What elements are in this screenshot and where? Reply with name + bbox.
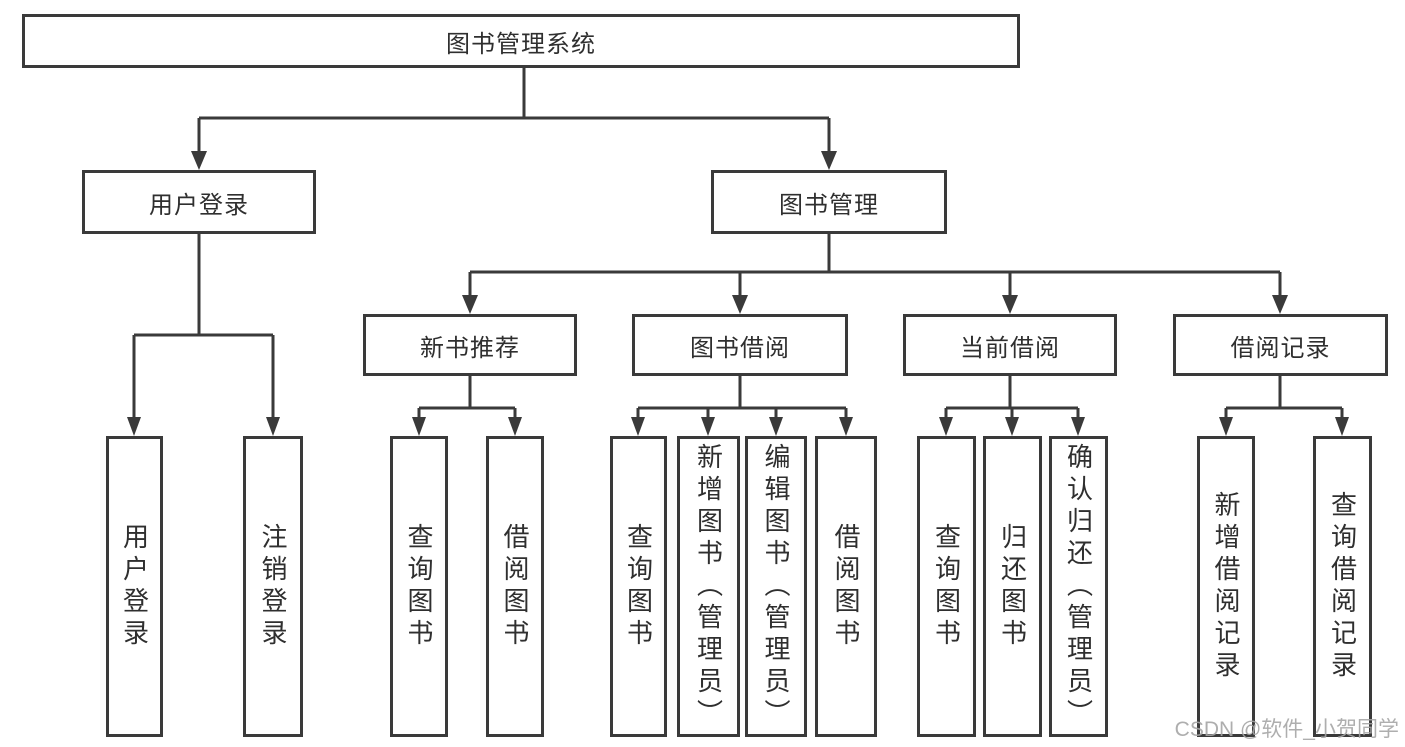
leaf-label: 查询图书 [931,522,962,651]
leaf-label: 用户登录 [119,522,150,651]
node-label: 图书管理系统 [446,30,596,58]
leaf-label: 查询图书 [404,522,434,651]
leaf-query-books-current: 查询图书 [917,436,976,737]
leaf-query-borrowing-record: 查询借阅记录 [1313,436,1372,737]
leaf-return-books: 归还图书 [983,436,1042,737]
arrowheads [127,151,1349,436]
leaf-label: 确认归还（管理员） [1063,442,1094,731]
leaf-add-borrowing-record: 新增借阅记录 [1197,436,1255,737]
leaf-label: 查询图书 [623,522,654,651]
leaf-query-books-recommend: 查询图书 [390,436,448,737]
leaf-label: 归还图书 [997,522,1028,651]
node-book-borrowing: 图书借阅 [632,314,848,376]
leaf-borrow-books-borrowing: 借阅图书 [815,436,877,737]
leaf-query-books-borrowing: 查询图书 [610,436,667,737]
leaf-borrow-books-recommend: 借阅图书 [486,436,544,737]
node-label: 当前借阅 [960,334,1060,362]
node-new-book-recommendation: 新书推荐 [363,314,577,376]
node-book-management: 图书管理 [711,170,947,234]
leaf-label: 注销登录 [258,522,288,651]
leaf-label: 新增借阅记录 [1211,490,1241,683]
leaf-logout: 注销登录 [243,436,303,737]
leaf-confirm-return-admin: 确认归还（管理员） [1049,436,1108,737]
leaf-label: 新增图书（管理员） [693,442,724,731]
node-label: 用户登录 [149,191,249,219]
leaf-add-book-admin: 新增图书（管理员） [677,436,740,737]
leaf-label: 编辑图书（管理员） [761,442,791,731]
node-user-login: 用户登录 [82,170,316,234]
node-current-borrowing: 当前借阅 [903,314,1117,376]
leaf-user-login: 用户登录 [106,436,163,737]
node-label: 图书管理 [779,191,879,219]
leaf-edit-book-admin: 编辑图书（管理员） [745,436,807,737]
watermark: CSDN @软件_小贺同学 [1174,718,1399,741]
leaf-label: 借阅图书 [500,522,530,651]
node-label: 图书借阅 [690,334,790,362]
leaf-label: 借阅图书 [831,522,861,651]
leaf-label: 查询借阅记录 [1327,490,1358,683]
node-borrowing-records: 借阅记录 [1173,314,1388,376]
node-library-management-system: 图书管理系统 [22,14,1020,68]
node-label: 新书推荐 [420,334,520,362]
node-label: 借阅记录 [1230,334,1331,362]
